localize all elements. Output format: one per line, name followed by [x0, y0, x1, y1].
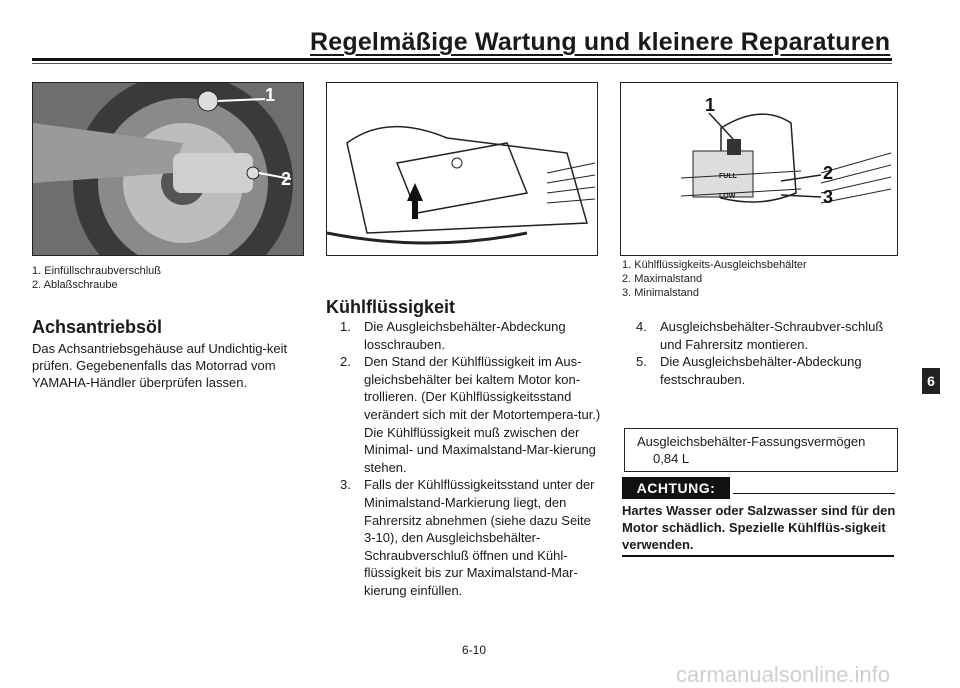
caption-item: 1. Einfüllschraubverschluß [32, 265, 162, 277]
figure3-captions: 1. Kühlflüssigkeits-Ausgleichsbehälter 2… [622, 258, 807, 300]
header-rule [32, 58, 892, 61]
capacity-label: Ausgleichsbehälter-Fassungsvermögen [637, 434, 866, 449]
final-drive-text: Das Achsantriebsgehäuse auf Undichtig-ke… [32, 341, 288, 390]
capacity-box: Ausgleichsbehälter-Fassungsvermögen 0,84… [624, 428, 898, 472]
warning-rule [733, 493, 895, 494]
capacity-value: 0,84 L [653, 451, 690, 466]
figure1-captions: 1. Einfüllschraubverschluß 2. Ablaßschra… [32, 264, 161, 292]
coolant-reservoir-illustration [680, 112, 892, 204]
list-item: 3. Falls der Kühlflüssigkeitsstand unter… [340, 476, 602, 599]
caption-item: 2. Ablaßschraube [32, 279, 118, 291]
list-item: 5. Die Ausgleichsbehälter-Abdeckung fest… [636, 353, 898, 388]
step-text: Falls der Kühlflüssigkeitsstand unter de… [364, 477, 595, 598]
callout-1: 1 [705, 95, 716, 115]
callout-2: 2 [281, 169, 292, 189]
coolant-steps-list-1: 1. Die Ausgleichsbehälter-Abdeckung loss… [340, 318, 602, 600]
step-text: Die Ausgleichsbehälter-Abdeckung losschr… [364, 319, 566, 352]
step-text: Ausgleichsbehälter-Schraubver-schluß und… [660, 319, 884, 352]
step-number: 5. [636, 354, 647, 370]
final-drive-illustration [33, 83, 303, 255]
list-item: 1. Die Ausgleichsbehälter-Abdeckung loss… [340, 318, 602, 353]
caption-item: 3. Minimalstand [622, 287, 700, 299]
callout-2: 2 [823, 163, 834, 183]
caption-item: 1. Kühlflüssigkeits-Ausgleichsbehälter [622, 259, 807, 271]
callout-1: 1 [265, 85, 276, 105]
figure-coolant-reservoir: 1 2 3 FULL LOW [620, 82, 898, 256]
step-number: 4. [636, 319, 647, 334]
step-number: 1. [340, 319, 351, 334]
watermark: carmanualsonline.info [676, 662, 891, 687]
full-mark-label: FULL [719, 173, 737, 180]
section-heading-coolant: Kühlflüssigkeit [326, 297, 456, 317]
step-text: Die Ausgleichsbehälter-Abdeckung festsch… [660, 354, 862, 387]
coolant-cover-illustration [327, 125, 596, 245]
warning-end-rule [622, 555, 894, 557]
coolant-steps-list-2: 4. Ausgleichsbehälter-Schraubver-schluß … [636, 318, 898, 388]
step-number: 3. [340, 477, 351, 493]
page-number: 6-10 [462, 643, 487, 657]
list-item: 2. Den Stand der Kühlflüssigkeit im Aus-… [340, 353, 602, 476]
figure-final-drive: 1 2 [32, 82, 304, 256]
step-text: Den Stand der Kühlflüssigkeit im Aus-gle… [364, 354, 601, 475]
page-title: Regelmäßige Wartung und kleinere Reparat… [310, 28, 891, 56]
warning-badge: ACHTUNG: [622, 477, 730, 499]
callout-3: 3 [823, 187, 834, 207]
step-number: 2. [340, 354, 351, 370]
list-item: 4. Ausgleichsbehälter-Schraubver-schluß … [636, 318, 898, 353]
warning-text: Hartes Wasser oder Salzwasser sind für d… [622, 503, 896, 552]
figure-coolant-cover [326, 82, 598, 256]
caption-item: 2. Maximalstand [622, 273, 703, 285]
header-rule-thin [32, 63, 892, 64]
low-mark-label: LOW [719, 193, 736, 200]
section-heading-final-drive-oil: Achsantriebsöl [32, 317, 163, 337]
section-tab: 6 [922, 368, 940, 394]
